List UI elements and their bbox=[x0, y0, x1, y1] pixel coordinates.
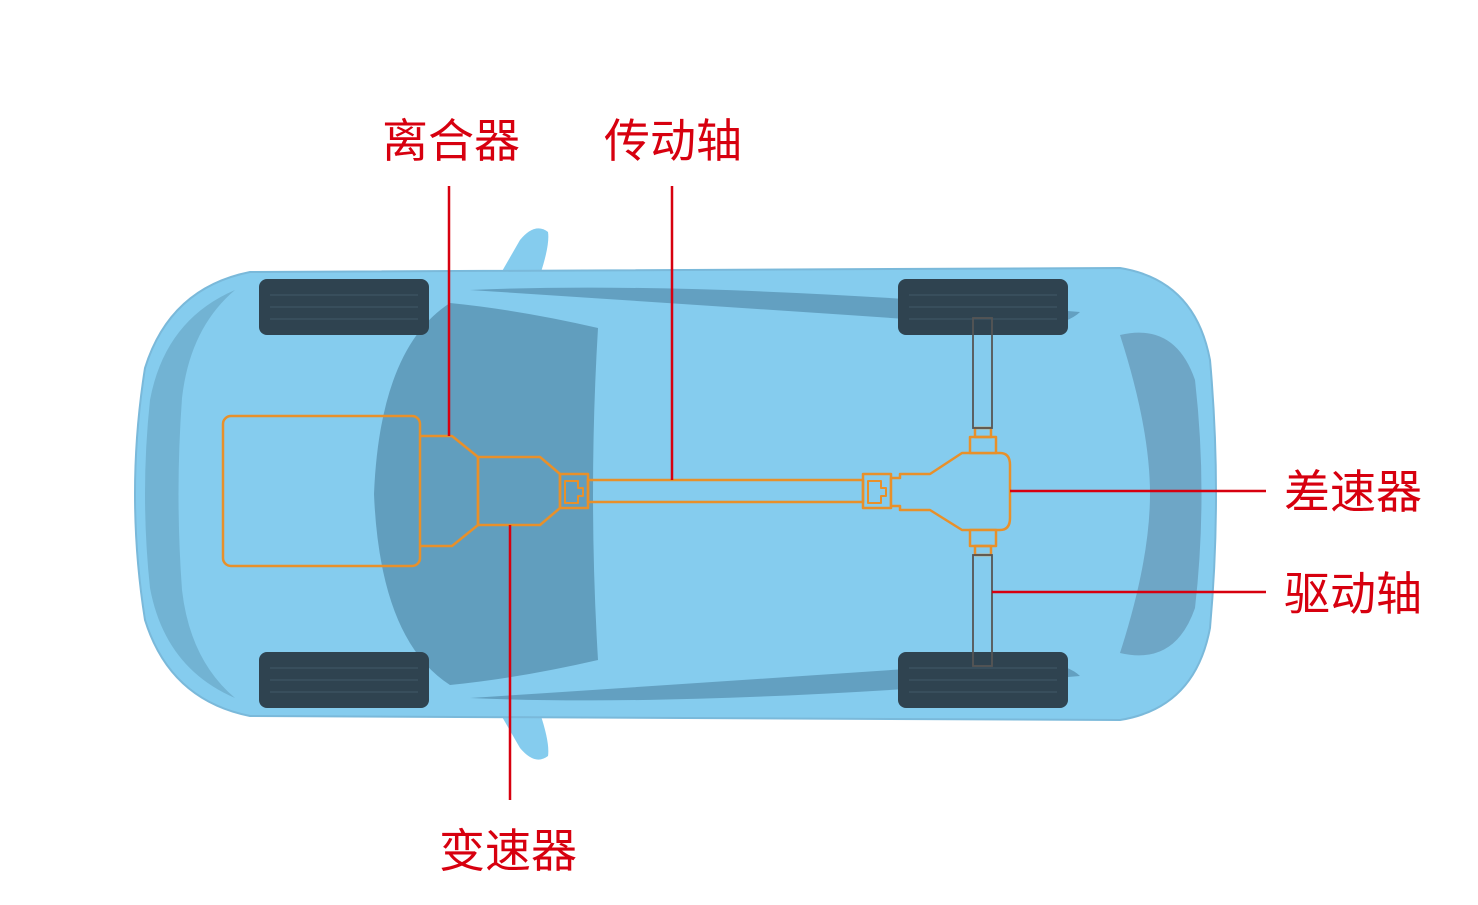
diff-lower-stub bbox=[968, 528, 998, 548]
differential-label: 差速器 bbox=[1284, 465, 1422, 519]
diff-upper-stub bbox=[968, 435, 998, 455]
tires bbox=[259, 279, 1068, 708]
rear-window bbox=[1120, 332, 1202, 656]
car-illustration bbox=[134, 228, 1217, 760]
engine-block bbox=[221, 414, 422, 568]
left-mirror bbox=[497, 228, 549, 280]
windshield bbox=[374, 303, 598, 685]
drivetrain bbox=[221, 414, 1012, 568]
callout-labels: 离合器 传动轴 变速器 差速器 驱动轴 bbox=[382, 114, 1422, 878]
gearbox-label: 变速器 bbox=[439, 824, 577, 878]
callout-lines bbox=[447, 186, 1266, 800]
lower-halfshaft bbox=[972, 554, 993, 667]
upper-halfshaft bbox=[972, 317, 993, 429]
drive-axle bbox=[972, 317, 993, 667]
halfshaft-label: 驱动轴 bbox=[1284, 567, 1422, 621]
front-bumper-shade bbox=[145, 290, 235, 698]
driveshaft-label: 传动轴 bbox=[604, 114, 742, 168]
clutch-label: 离合器 bbox=[382, 114, 520, 168]
